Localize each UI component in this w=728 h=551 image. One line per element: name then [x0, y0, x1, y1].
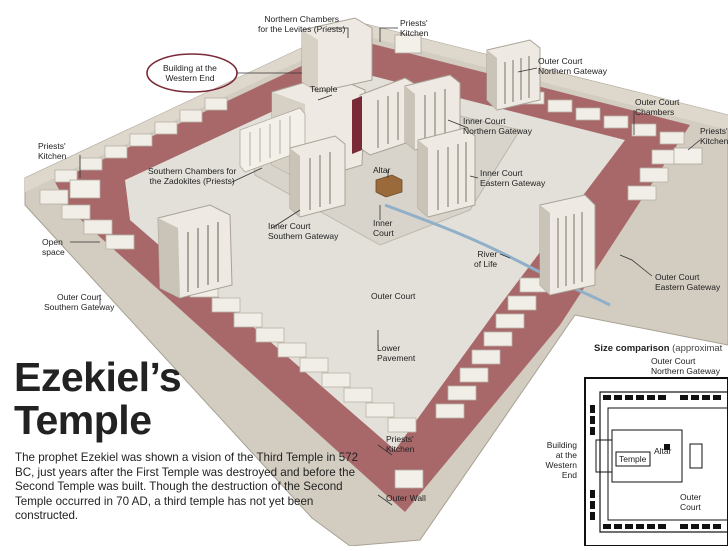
outer-court-eastern-gateway	[539, 194, 596, 296]
outer-court-chambers-right	[435, 149, 681, 419]
size-label-building-western-end: Building at the Western End	[545, 440, 578, 480]
label-outer-court-northern-gateway: Outer Court Northern Gateway	[538, 56, 607, 76]
label-priests-kitchen-right: Priests' Kitchen	[700, 126, 728, 146]
description-text: The prophet Ezekiel was shown a vision o…	[15, 451, 359, 523]
southern-chambers-block	[239, 107, 306, 173]
label-river-of-life: River of Life	[474, 249, 498, 269]
label-open-space: Open space	[42, 237, 65, 257]
size-label-temple: Temple	[619, 454, 647, 464]
inner-court-northern-gateway	[404, 74, 461, 151]
label-northern-chambers: Northern Chambers for the Levites (Pries…	[258, 14, 346, 34]
label-outer-court: Outer Court	[371, 291, 416, 301]
label-priests-kitchen-bottom: Priests' Kitchen	[386, 434, 415, 454]
label-inner-court: Inner Court	[373, 218, 394, 238]
outer-court-southern-gateway	[157, 204, 233, 299]
size-comparison-header: Size comparison (approximat	[594, 343, 723, 354]
page-title: Ezekiel’s Temple	[14, 354, 182, 443]
label-inner-court-eastern-gateway: Inner Court Eastern Gateway	[480, 168, 546, 188]
label-building-western-end: Building at the Western End	[163, 63, 217, 83]
river-of-life	[384, 203, 611, 307]
size-comparison-plan	[584, 377, 728, 547]
outer-court-chambers-left	[39, 189, 417, 433]
label-altar: Altar	[373, 165, 391, 175]
outer-court-northern-gateway	[486, 39, 541, 111]
label-inner-court-northern-gateway: Inner Court Northern Gateway	[463, 116, 532, 136]
label-outer-court-chambers: Outer Court Chambers	[635, 97, 680, 117]
label-priests-kitchen-left: Priests' Kitchen	[38, 141, 67, 161]
label-temple: Temple	[310, 84, 338, 94]
size-label-outer-court-northern-gateway: Outer Court Northern Gateway	[651, 356, 720, 376]
priests-kitchens	[69, 34, 703, 489]
label-priests-kitchen-top: Priests' Kitchen	[400, 18, 429, 38]
label-southern-chambers: Southern Chambers for the Zadokites (Pri…	[148, 166, 237, 186]
label-inner-court-southern-gateway: Inner Court Southern Gateway	[268, 221, 339, 241]
label-outer-court-eastern-gateway: Outer Court Eastern Gateway	[655, 272, 721, 292]
label-outer-wall: Outer Wall	[386, 493, 426, 503]
outer-court-chambers-top-left	[54, 97, 228, 183]
inner-court-eastern-gateway	[417, 127, 476, 218]
altar	[375, 174, 403, 198]
size-label-outer-court: Outer Court	[680, 492, 702, 512]
building-western-end	[301, 17, 373, 93]
label-lower-pavement: Lower Pavement	[377, 343, 416, 363]
size-label-altar: Altar	[654, 446, 672, 456]
leader-lines	[70, 27, 701, 506]
label-outer-court-southern-gateway: Outer Court Southern Gateway	[44, 292, 115, 312]
inner-court-southern-gateway	[289, 135, 346, 218]
